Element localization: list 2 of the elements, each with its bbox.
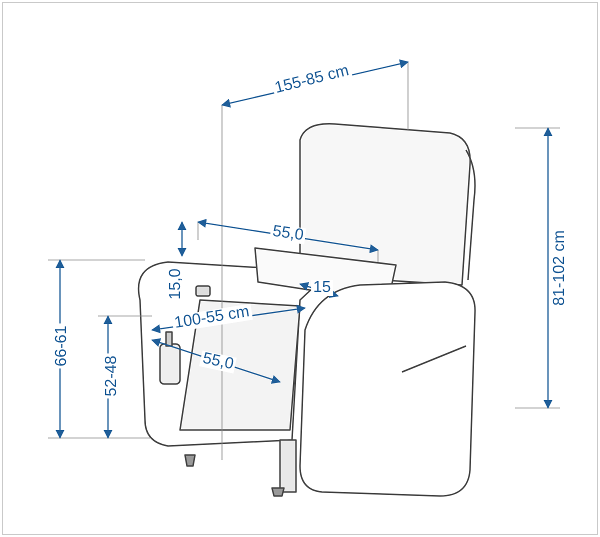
dimension-label: 55,0 xyxy=(269,224,307,244)
dimension-label: 15 xyxy=(311,280,333,296)
